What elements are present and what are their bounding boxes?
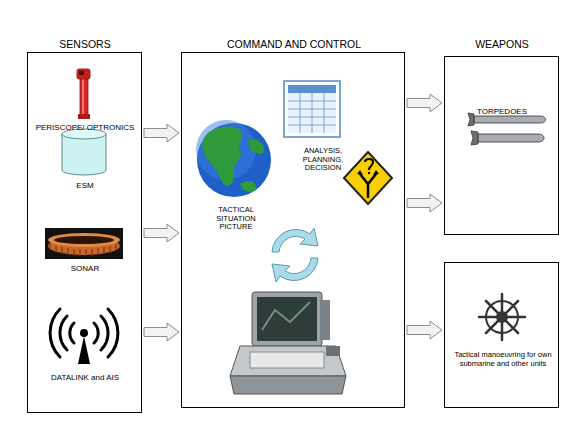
sonar-icon bbox=[45, 228, 123, 259]
sensors-panel: SENSORSPERISCOPE/ OPTRONICSESMSONARDATAL… bbox=[27, 52, 142, 413]
block-arrow bbox=[144, 124, 179, 142]
helm-wheel-icon bbox=[479, 294, 525, 340]
weapons-panel: WEAPONSTORPEDOES bbox=[444, 56, 559, 235]
item-label: SONAR bbox=[35, 264, 135, 273]
console-icon bbox=[230, 292, 346, 394]
table-icon bbox=[284, 81, 340, 137]
decision-sign-icon bbox=[344, 152, 392, 204]
esm-icon bbox=[62, 129, 106, 175]
cycle-arrows-icon bbox=[272, 228, 318, 282]
panel-heading: WEAPONS bbox=[447, 38, 557, 50]
panel-heading: COMMAND AND CONTROL bbox=[184, 38, 404, 50]
item-label: Tactical manoeuvring for own submarine a… bbox=[453, 351, 553, 368]
panel-heading: SENSORS bbox=[30, 38, 140, 50]
item-label: PERISCOPE/ OPTRONICS bbox=[35, 123, 135, 132]
block-arrow bbox=[144, 323, 179, 341]
block-arrow bbox=[407, 194, 442, 212]
globe-icon bbox=[196, 120, 271, 197]
manoeuvre-panel: Tactical manoeuvring for own submarine a… bbox=[444, 262, 559, 408]
block-arrow bbox=[144, 224, 179, 242]
block-arrow bbox=[407, 321, 442, 339]
item-label: TACTICAL SITUATION PICTURE bbox=[201, 206, 271, 232]
torpedo-icon bbox=[468, 113, 546, 145]
command-control-panel: COMMAND AND CONTROLTACTICAL SITUATION PI… bbox=[181, 52, 405, 408]
item-label: ESM bbox=[35, 181, 135, 190]
periscope-icon bbox=[77, 69, 90, 119]
item-label: ANALYSIS, PLANNING, DECISION bbox=[295, 147, 351, 173]
block-arrow bbox=[407, 94, 442, 112]
datalink-icon bbox=[50, 309, 118, 364]
item-label: TORPEDOES bbox=[452, 107, 552, 116]
item-label: DATALINK and AIS bbox=[45, 373, 125, 382]
